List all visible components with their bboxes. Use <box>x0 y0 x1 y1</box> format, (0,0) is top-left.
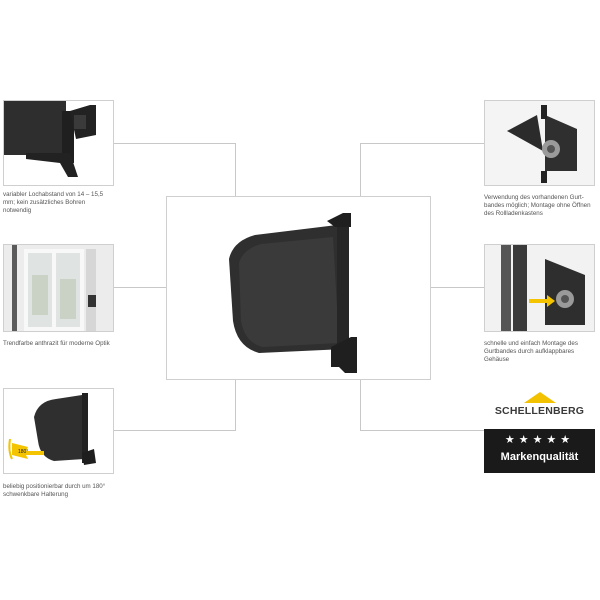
connector-bottom-right-h <box>360 430 484 431</box>
spacing-caption: variabler Lochabstand von 14 – 15,5 mm; … <box>3 191 104 214</box>
color-image <box>3 244 114 332</box>
connector-mid-right <box>430 287 484 288</box>
existing-strap-image <box>484 100 595 186</box>
connector-top-right-h <box>360 143 484 144</box>
connector-top-left-v <box>235 143 236 196</box>
mounting-bracket-closeup <box>4 101 96 177</box>
open-housing-illustration <box>485 101 594 185</box>
window-interior-photo <box>4 245 113 331</box>
brand-logo: SCHELLENBERG ★★★★★ Markenqualität <box>484 388 595 474</box>
logo-quality-band: ★★★★★ Markenqualität <box>484 429 595 473</box>
color-caption: Trendfarbe anthrazit für moderne Optik <box>3 340 110 347</box>
spacing-image <box>3 100 114 186</box>
connector-bottom-left-h <box>114 430 236 431</box>
connector-mid-left <box>114 287 167 288</box>
logo-header: SCHELLENBERG <box>484 388 595 429</box>
quality-label: Markenqualität <box>500 451 579 463</box>
belt-winder-illustration <box>229 213 357 373</box>
quick-mount-image <box>484 244 595 332</box>
main-product-image <box>166 196 431 380</box>
brand-name: SCHELLENBERG <box>494 405 585 417</box>
rotation-image: 180° <box>3 388 114 474</box>
rating-stars: ★★★★★ <box>504 433 575 446</box>
strap-mounting-illustration <box>485 245 594 331</box>
quick-mount-caption: schnelle und einfach Montage des Gurtban… <box>484 340 578 363</box>
swivel-bracket-illustration <box>8 393 96 465</box>
roof-icon <box>524 392 556 403</box>
connector-top-right-v <box>360 143 361 196</box>
connector-bottom-right-v <box>360 379 361 431</box>
rotation-caption: beliebig positionierbar durch um 180° sc… <box>3 483 106 498</box>
existing-strap-caption: Verwendung des vorhandenen Gurt-bandes m… <box>484 194 591 217</box>
connector-top-left-h <box>114 143 236 144</box>
rotation-label: 180° <box>18 449 29 455</box>
connector-bottom-left-v <box>235 379 236 431</box>
